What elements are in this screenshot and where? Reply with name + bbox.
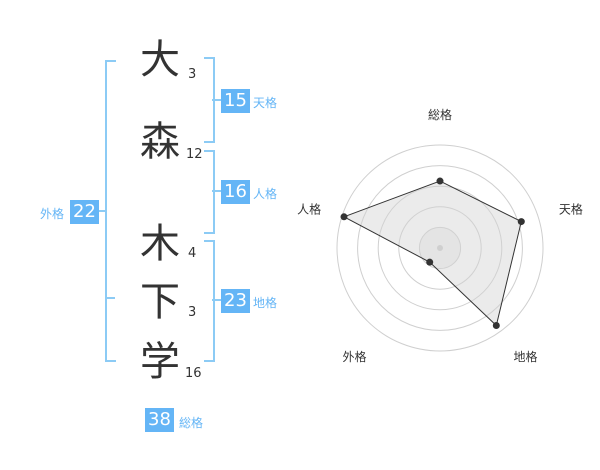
radar-axis-label: 人格 [297, 201, 321, 216]
radar-axis-label: 外格 [343, 349, 367, 364]
stroke-count-1: 3 [188, 67, 197, 82]
radar-point-3 [492, 321, 500, 329]
name-char-5: 学 [140, 339, 180, 385]
gai-kaku-inner-tick [105, 297, 115, 299]
gai-kaku-label: 外格 [40, 207, 65, 221]
radar-grid-ring [357, 165, 523, 331]
radar-point-4 [426, 258, 434, 266]
name-char-2: 森 [140, 119, 180, 165]
sou-kaku-label: 総格 [179, 416, 204, 430]
gai-kaku-bracket [105, 60, 116, 362]
stroke-count-2: 12 [186, 147, 203, 162]
radar-axis-label: 天格 [559, 201, 583, 216]
jin-kaku-label: 人格 [253, 187, 278, 201]
radar-axis-label: 総格 [428, 107, 452, 122]
name-char-4: 下 [140, 279, 180, 325]
chi-kaku-label: 地格 [253, 296, 278, 310]
ten-kaku-tick [212, 99, 222, 101]
stroke-count-5: 16 [185, 366, 202, 381]
jin-kaku-bracket [204, 150, 215, 234]
radar-grid-ring [398, 206, 482, 290]
chi-kaku-bracket [204, 240, 215, 362]
stroke-count-3: 4 [188, 246, 197, 261]
gai-kaku-value: 22 [70, 200, 99, 224]
name-char-1: 大 [140, 37, 180, 83]
gai-kaku-tick [97, 210, 105, 212]
radar-axis-label: 地格 [513, 349, 537, 364]
sou-kaku-value: 38 [145, 408, 174, 432]
radar-point-5 [340, 213, 348, 221]
radar-series-polygon [342, 180, 522, 327]
ten-kaku-label: 天格 [253, 96, 278, 110]
chi-kaku-value: 23 [221, 289, 250, 313]
radar-grid-ring [377, 185, 503, 311]
jin-kaku-tick [212, 190, 222, 192]
radar-point-1 [436, 177, 444, 185]
chi-kaku-tick [212, 299, 222, 301]
stroke-count-4: 3 [188, 305, 197, 320]
name-char-3: 木 [140, 221, 180, 267]
radar-grid-ring [336, 144, 544, 352]
jin-kaku-value: 16 [221, 180, 250, 204]
ten-kaku-value: 15 [221, 89, 250, 113]
radar-center-dot [437, 245, 443, 251]
radar-point-2 [517, 218, 525, 226]
